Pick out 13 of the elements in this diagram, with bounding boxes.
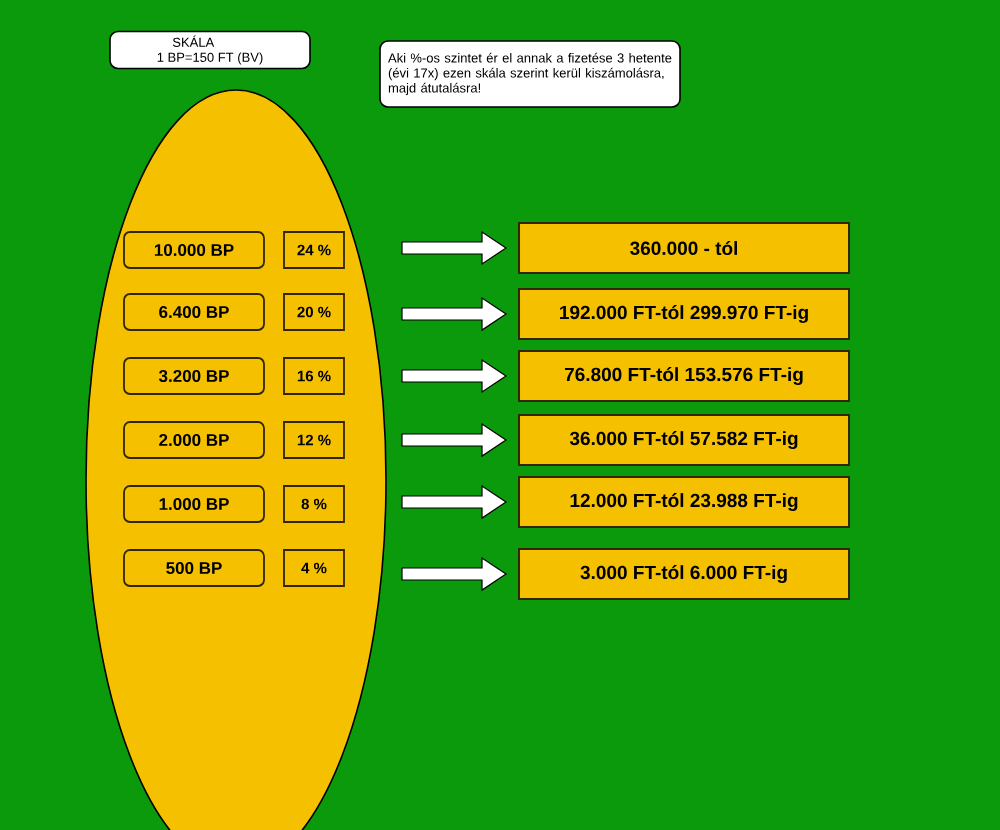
points-box: 3.200 BP — [123, 357, 265, 395]
amount-box: 12.000 FT-tól 23.988 FT-ig — [518, 476, 850, 528]
amount-box: 360.000 - tól — [518, 222, 850, 274]
amount-box: 76.800 FT-tól 153.576 FT-ig — [518, 350, 850, 402]
points-box: 6.400 BP — [123, 293, 265, 331]
amount-box: 3.000 FT-tól 6.000 FT-ig — [518, 548, 850, 600]
points-box: 10.000 BP — [123, 231, 265, 269]
ellipse — [85, 89, 387, 830]
points-box: 2.000 BP — [123, 421, 265, 459]
amount-box: 192.000 FT-tól 299.970 FT-ig — [518, 288, 850, 340]
points-box: 500 BP — [123, 549, 265, 587]
points-box: 1.000 BP — [123, 485, 265, 523]
amount-box: 36.000 FT-tól 57.582 FT-ig — [518, 414, 850, 466]
